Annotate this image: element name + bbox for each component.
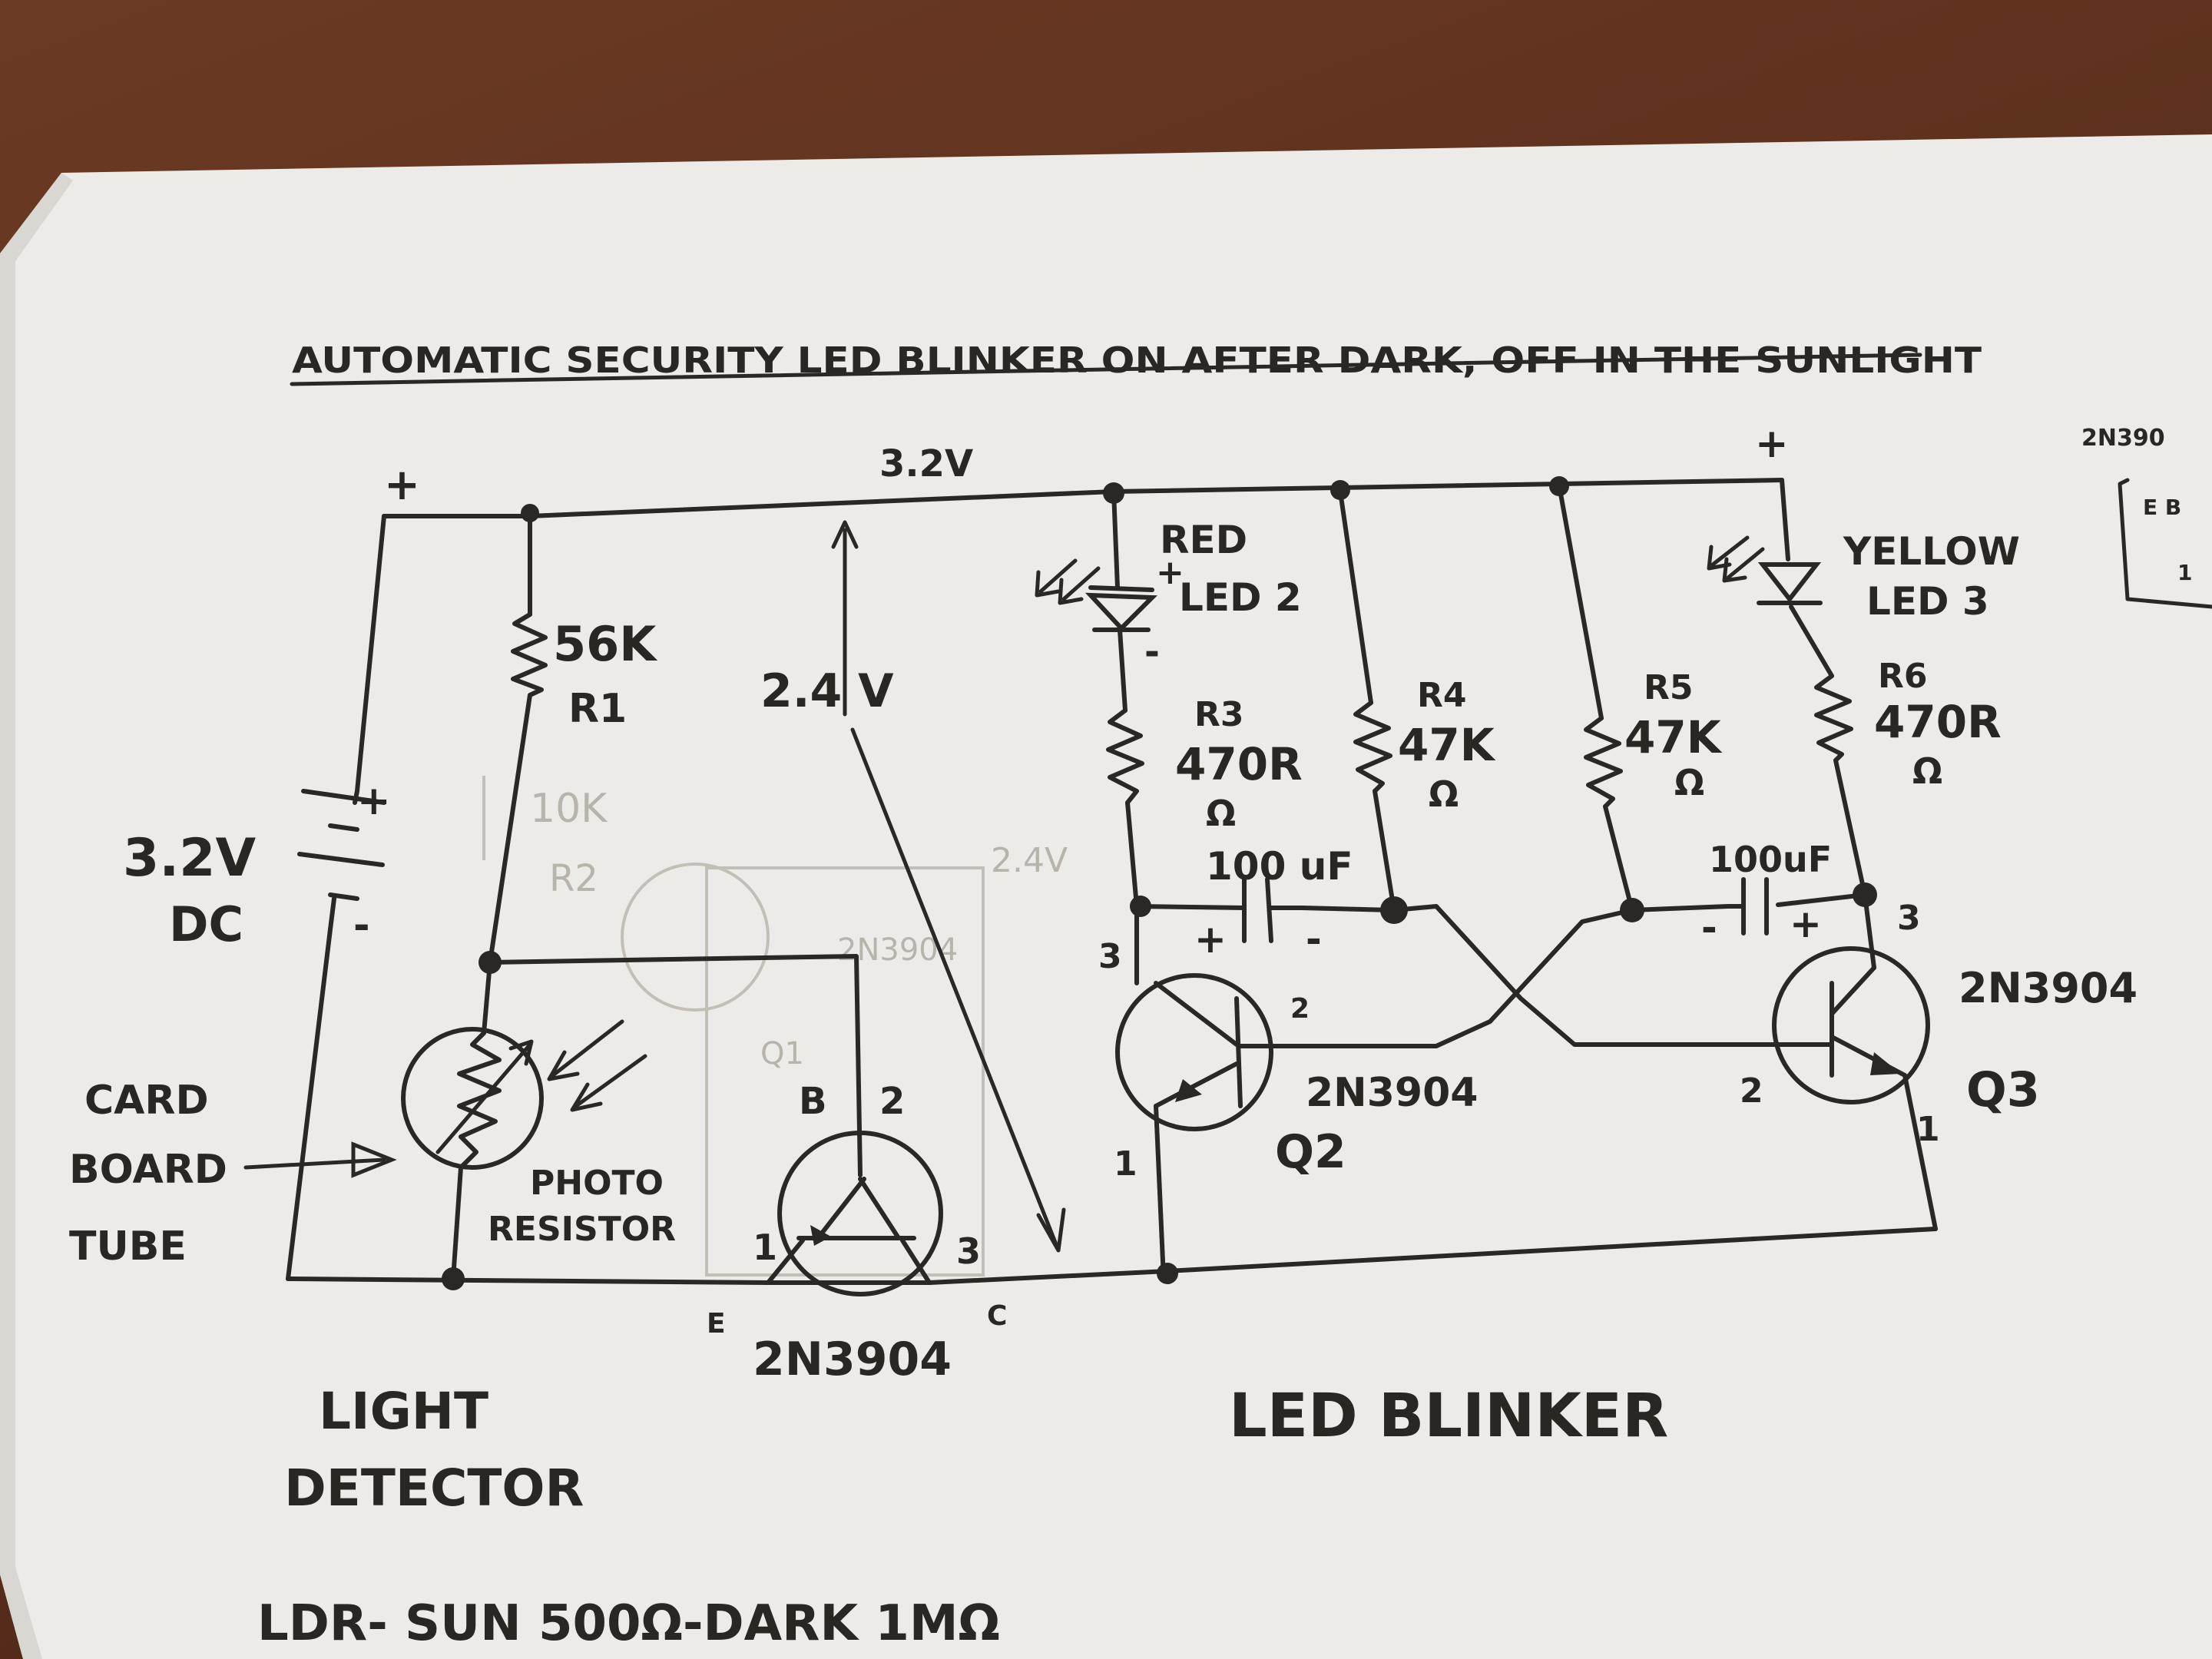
q2-name: Q2: [1275, 1125, 1346, 1179]
q1-transistor: [777, 1131, 943, 1296]
q2-part: 2N3904: [1306, 1070, 1478, 1116]
q3-pin-2: 2: [1740, 1071, 1763, 1111]
capacitor-2: [1726, 877, 1769, 935]
led2-minus: -: [1144, 631, 1160, 674]
r3-value: 470R: [1175, 738, 1303, 790]
title-underline: [290, 353, 1922, 386]
edge-part-label: 2N390: [2081, 425, 2165, 452]
section-light-2: DETECTOR: [284, 1459, 584, 1518]
r5-value: 47K: [1624, 711, 1723, 763]
r5-resistor: [1584, 716, 1623, 809]
photoresistor-symbol: [243, 1019, 647, 1178]
led3-name: LED 3: [1866, 579, 1989, 624]
ghost-r2-name: R2: [549, 857, 598, 900]
battery-voltage: 3.2V: [123, 828, 256, 889]
c1-plus: +: [1194, 917, 1227, 962]
r4-resistor: [1353, 700, 1392, 793]
rail-plus-left: +: [384, 460, 420, 510]
r6-unit: Ω: [1912, 750, 1942, 792]
voltage-drop: 2.4 V: [760, 664, 894, 718]
capacitor-1: [1242, 877, 1304, 943]
ghost-volt: 2.4V: [991, 841, 1068, 880]
q2-pin-3: 3: [1098, 937, 1122, 976]
c2-plus: +: [1790, 902, 1822, 946]
q1-pin-b: B: [799, 1080, 827, 1123]
led3-symbol: [1707, 535, 1823, 605]
cardboard-label-3: TUBE: [69, 1224, 187, 1270]
c1-minus: -: [1306, 917, 1322, 962]
junction-dots: [442, 476, 1877, 1290]
c2-value: 100uF: [1709, 839, 1832, 880]
q3-transistor: [1772, 946, 1930, 1104]
r5-unit: Ω: [1674, 762, 1704, 803]
r6-name: R6: [1878, 657, 1928, 696]
r6-value: 470R: [1874, 696, 2002, 748]
edge-pin1-label: 1: [2177, 560, 2192, 585]
battery-symbol: [297, 789, 386, 932]
r3-unit: Ω: [1206, 793, 1236, 834]
ghost-q1: Q1: [760, 1036, 804, 1071]
section-blinker: LED BLINKER: [1229, 1382, 1668, 1451]
edge-pins-label: E B: [2143, 495, 2181, 520]
ghost-r2-value: 10K: [530, 786, 608, 832]
led2-color: RED: [1160, 518, 1247, 562]
q1-part: 2N3904: [753, 1333, 952, 1386]
r1-name: R1: [568, 686, 627, 732]
q1-collector-label: C: [987, 1300, 1007, 1332]
battery-plus: +: [357, 778, 391, 824]
r4-unit: Ω: [1429, 773, 1459, 815]
led2-name: LED 2: [1179, 575, 1302, 620]
paper-shadow-edge: [0, 173, 73, 1659]
photo-label-1: PHOTO: [530, 1164, 664, 1203]
c1-value: 100 uF: [1206, 844, 1353, 889]
photo-label-2: RESISTOR: [488, 1210, 676, 1249]
battery-type: DC: [169, 896, 243, 952]
cardboard-label-1: CARD: [84, 1078, 209, 1124]
c2-minus: -: [1701, 906, 1717, 950]
q3-pin-1: 1: [1916, 1110, 1940, 1149]
cardboard-label-2: BOARD: [69, 1147, 227, 1193]
section-light-1: LIGHT: [319, 1382, 488, 1441]
r3-resistor: [1106, 708, 1144, 805]
page-title: AUTOMATIC SECURITY LED BLINKER ON AFTER …: [292, 339, 1982, 381]
led2-symbol: [1035, 558, 1157, 632]
led2-plus: +: [1156, 553, 1184, 592]
q3-part: 2N3904: [1959, 964, 2137, 1012]
r4-value: 47K: [1398, 719, 1496, 771]
q1-pin-1: 1: [753, 1227, 777, 1268]
r4-name: R4: [1417, 676, 1467, 715]
r6-resistor: [1814, 674, 1853, 763]
q1-emitter-label: E: [707, 1308, 726, 1339]
q1-pin-3: 3: [956, 1230, 981, 1272]
q2-transistor: [1115, 973, 1277, 1131]
r5-name: R5: [1644, 668, 1694, 707]
q2-pin-1: 1: [1114, 1144, 1137, 1184]
edge-pinout-note: 2N390 E B 1: [2081, 425, 2212, 609]
led3-color: YELLOW: [1843, 529, 2020, 574]
ldr-note: LDR- SUN 500Ω-DARK 1MΩ: [257, 1595, 1000, 1652]
r1-resistor: [511, 612, 548, 697]
rail-plus-right: +: [1755, 421, 1789, 467]
q3-pin-3: 3: [1897, 899, 1921, 938]
q1-pin-2: 2: [879, 1080, 905, 1123]
battery-minus: -: [353, 902, 370, 949]
q3-name: Q3: [1966, 1061, 2040, 1118]
circuit-wires: [286, 478, 1938, 1285]
r3-name: R3: [1194, 695, 1244, 734]
rail-voltage: 3.2V: [879, 442, 973, 485]
r1-value: 56K: [553, 616, 657, 672]
q2-pin-2: 2: [1290, 993, 1310, 1025]
